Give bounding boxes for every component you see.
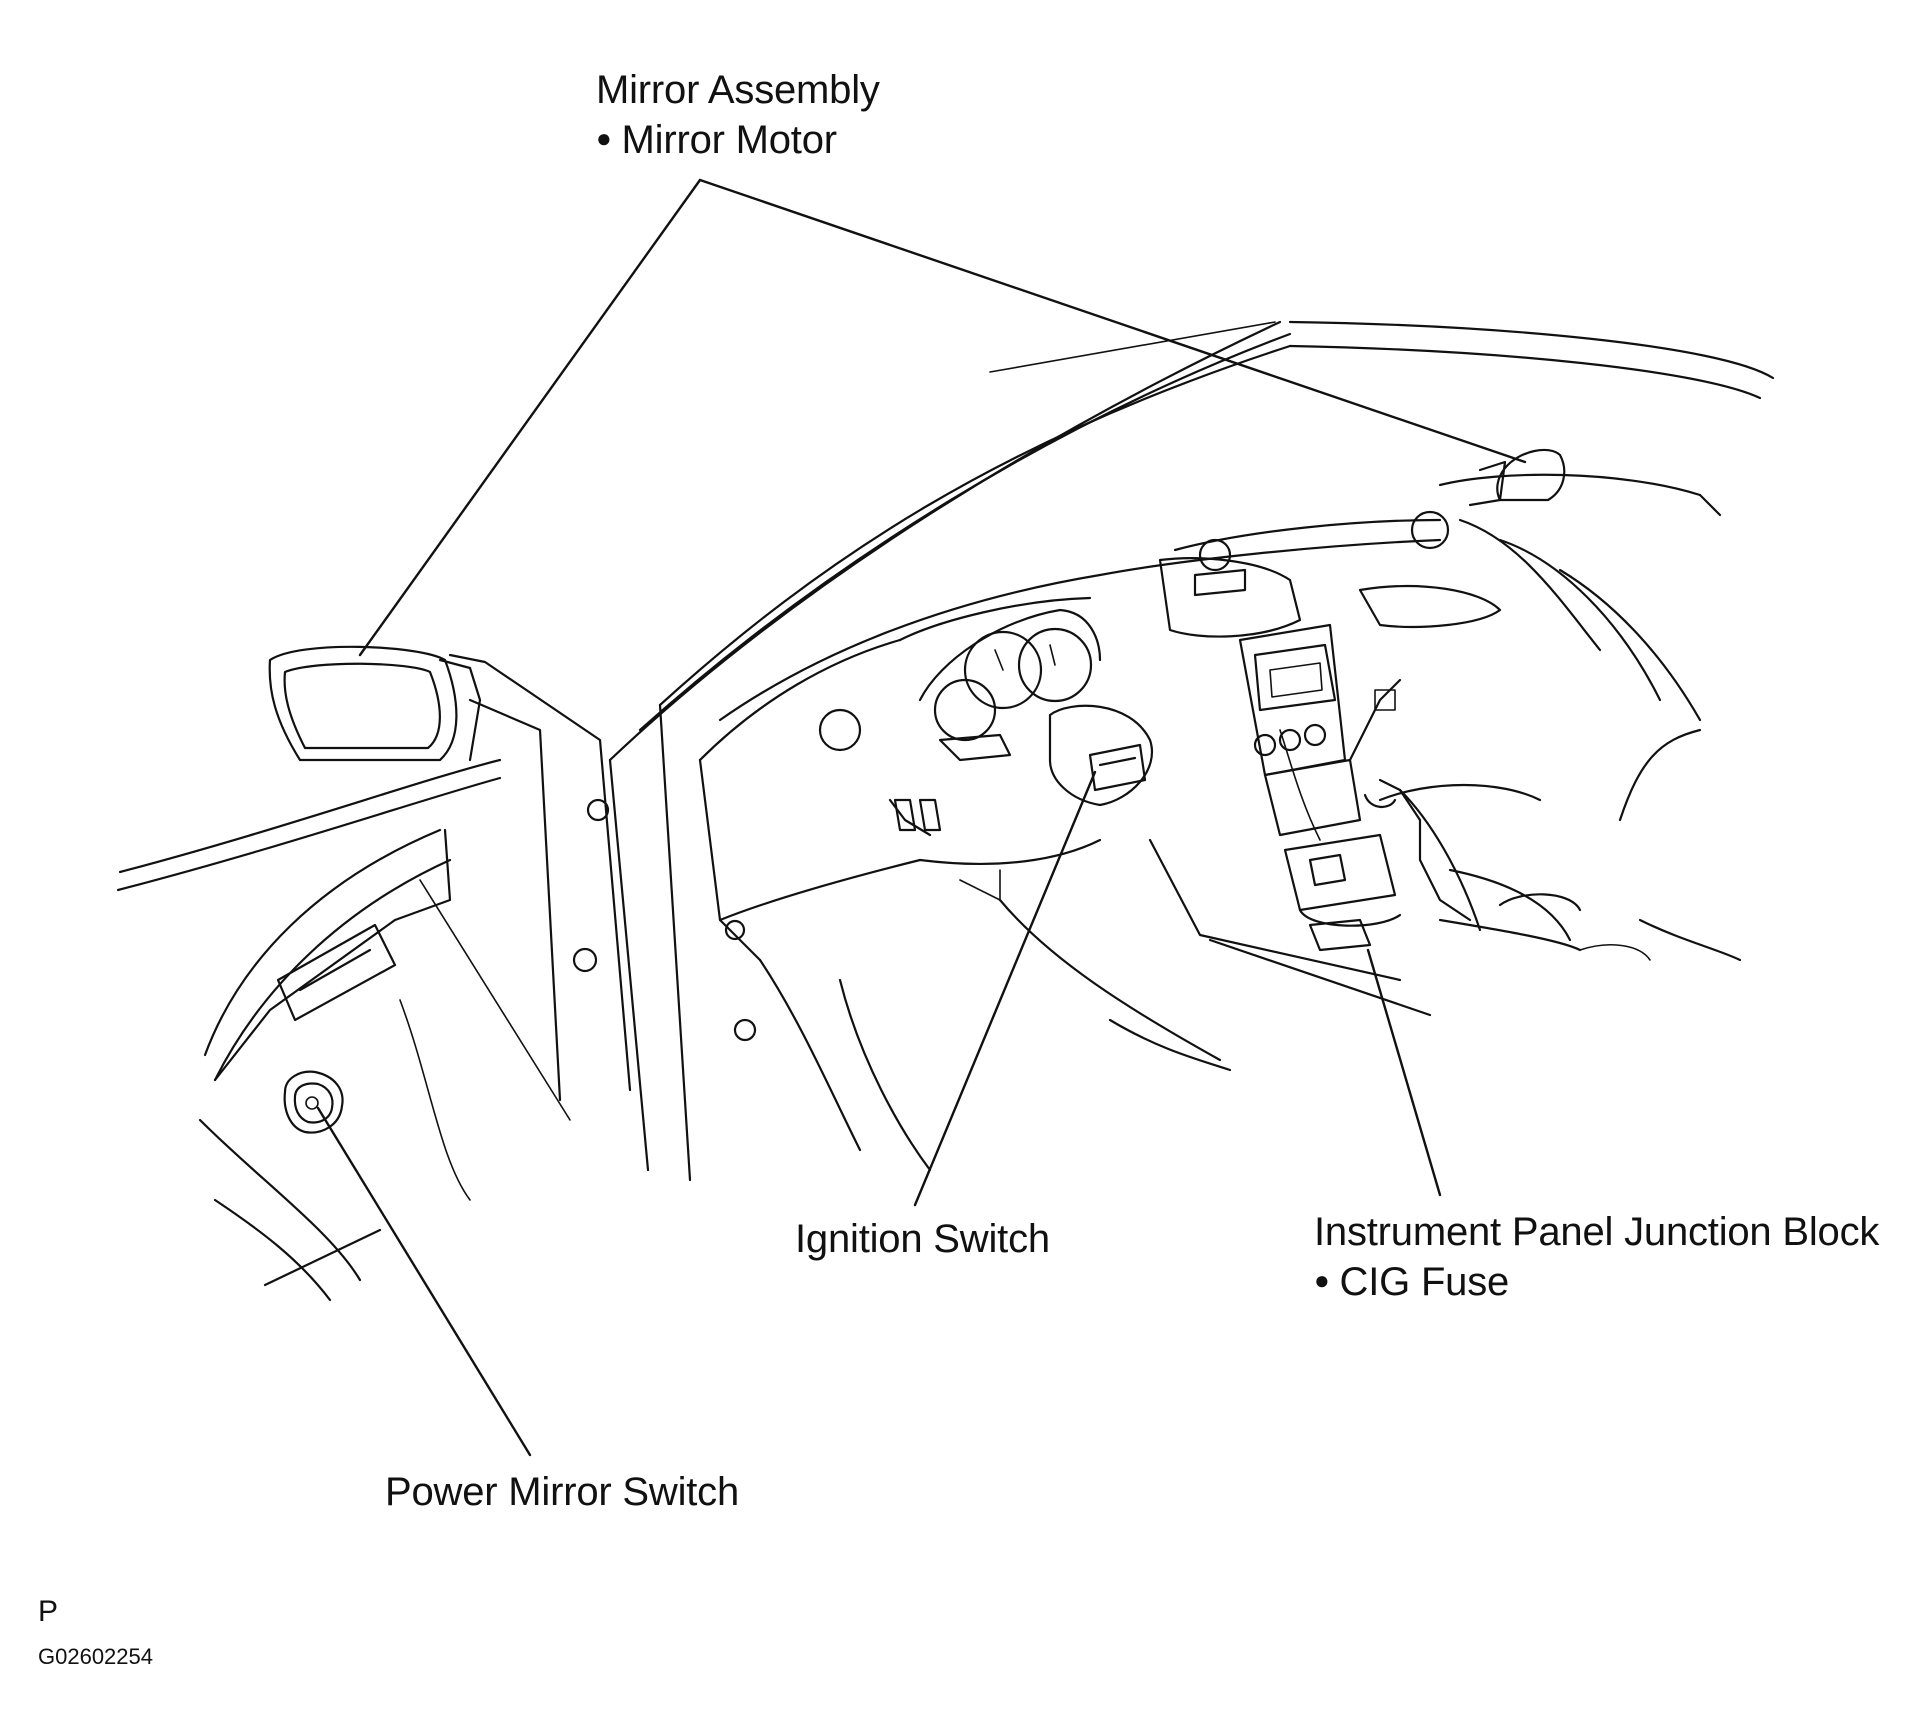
label-cig-fuse: CIG Fuse <box>1314 1256 1510 1306</box>
label-ignition-switch: Ignition Switch <box>795 1217 1050 1261</box>
leader-right-mirror <box>698 178 1527 464</box>
door-and-pillar <box>116 653 757 1302</box>
leader-power-mirror-switch <box>316 1106 532 1457</box>
figure-id: G02602254 <box>38 1644 153 1669</box>
label-power-mirror-switch: Power Mirror Switch <box>385 1470 740 1514</box>
leader-lines <box>316 178 1527 1457</box>
leader-junction-block <box>1366 948 1442 1197</box>
label-mirror-motor: Mirror Motor <box>596 114 838 164</box>
right-outside-mirror <box>1468 448 1566 507</box>
roof-and-windshield <box>608 320 1775 762</box>
power-mirror-switch-drawing <box>283 1070 344 1134</box>
label-mirror-assembly: Mirror Assembly <box>596 68 880 112</box>
label-junction-block: Instrument Panel Junction Block <box>1314 1210 1880 1254</box>
leader-ignition-switch <box>913 770 1097 1207</box>
footer-code-letter: P <box>38 1595 59 1628</box>
left-outside-mirror <box>268 645 482 762</box>
leader-left-mirror <box>358 178 702 657</box>
dashboard <box>698 510 1742 1172</box>
